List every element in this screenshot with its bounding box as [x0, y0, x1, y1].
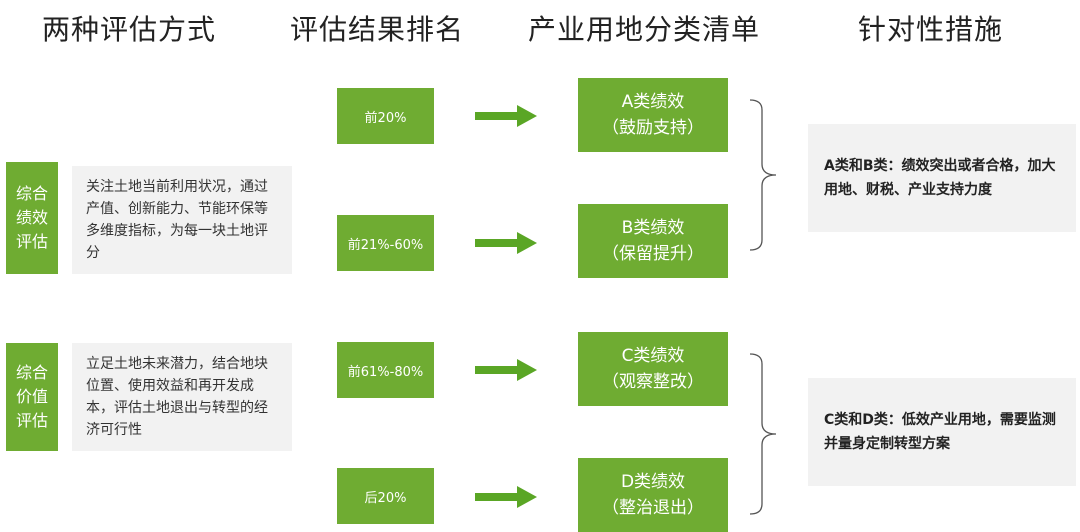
- category-name: B类绩效: [621, 218, 685, 238]
- method-description-value: 立足土地未来潜力，结合地块位置、使用效益和再开发成本，评估土地退出与转型的经济可…: [72, 343, 292, 451]
- measure-panel-cd: C类和D类：低效产业用地，需要监测并量身定制转型方案: [808, 378, 1076, 486]
- header-methods: 两种评估方式: [42, 13, 217, 46]
- header-measures: 针对性措施: [858, 13, 1004, 46]
- category-name: C类绩效: [621, 346, 685, 366]
- method-label-text: 综合价值评估: [15, 363, 48, 430]
- rank-box-bottom20: 后20%: [337, 468, 434, 524]
- measure-panel-ab: A类和B类：绩效突出或者合格，加大用地、财税、产业支持力度: [808, 124, 1076, 232]
- rank-box-21-60: 前21%-60%: [337, 215, 434, 271]
- category-action: （整治退出）: [602, 498, 704, 518]
- header-categories: 产业用地分类清单: [528, 13, 761, 46]
- category-box-b: B类绩效 （保留提升）: [578, 204, 728, 278]
- category-action: （观察整改）: [602, 372, 704, 392]
- rank-box-61-80: 前61%-80%: [337, 342, 434, 398]
- category-action: （保留提升）: [602, 244, 704, 264]
- method-description-performance: 关注土地当前利用状况，通过产值、创新能力、节能环保等多维度指标，为每一块土地评分: [72, 166, 292, 274]
- category-action: （鼓励支持）: [602, 118, 704, 138]
- method-label-value: 综合价值评估: [6, 343, 58, 451]
- measure-text: A类和B类：绩效突出或者合格，加大用地、财税、产业支持力度: [824, 158, 1056, 198]
- header-ranking: 评估结果排名: [290, 13, 465, 46]
- right-arrow-icon: [475, 232, 537, 254]
- right-arrow-icon: [475, 105, 537, 127]
- rank-box-top20: 前20%: [337, 88, 434, 144]
- method-label-text: 综合绩效评估: [15, 184, 48, 251]
- right-brace-icon: [749, 99, 777, 251]
- category-box-a: A类绩效 （鼓励支持）: [578, 78, 728, 152]
- category-name: A类绩效: [621, 92, 685, 112]
- category-box-c: C类绩效 （观察整改）: [578, 332, 728, 406]
- right-arrow-icon: [475, 359, 537, 381]
- category-box-d: D类绩效 （整治退出）: [578, 458, 728, 532]
- category-name: D类绩效: [620, 472, 686, 492]
- method-label-performance: 综合绩效评估: [6, 162, 58, 274]
- right-arrow-icon: [475, 486, 537, 508]
- right-brace-icon: [749, 353, 777, 515]
- measure-text: C类和D类：低效产业用地，需要监测并量身定制转型方案: [824, 412, 1056, 452]
